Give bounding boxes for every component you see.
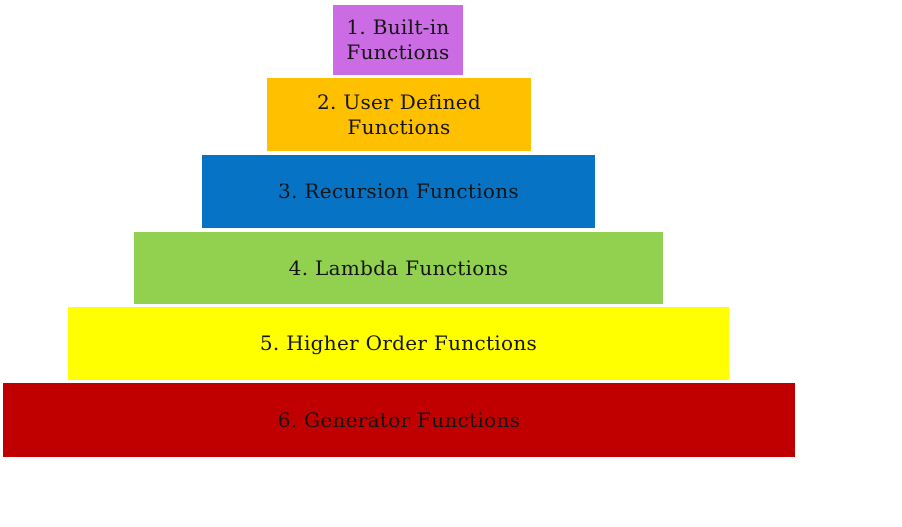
level-label: 1. Built-in Functions [346, 15, 450, 64]
pyramid-level-built-in-functions: 1. Built-in Functions [333, 5, 463, 75]
level-label: 4. Lambda Functions [288, 255, 509, 280]
pyramid-level-user-defined-functions: 2. User Defined Functions [267, 78, 531, 151]
level-label: 2. User Defined Functions [316, 89, 481, 139]
pyramid-level-generator-functions: 6. Generator Functions [3, 383, 795, 457]
pyramid-level-recursion-functions: 3. Recursion Functions [202, 155, 595, 228]
pyramid-level-lambda-functions: 4. Lambda Functions [134, 232, 663, 304]
pyramid-level-higher-order-functions: 5. Higher Order Functions [68, 307, 729, 380]
level-label: 6. Generator Functions [277, 407, 521, 432]
level-label: 5. Higher Order Functions [259, 331, 538, 355]
level-label: 3. Recursion Functions [278, 179, 519, 203]
